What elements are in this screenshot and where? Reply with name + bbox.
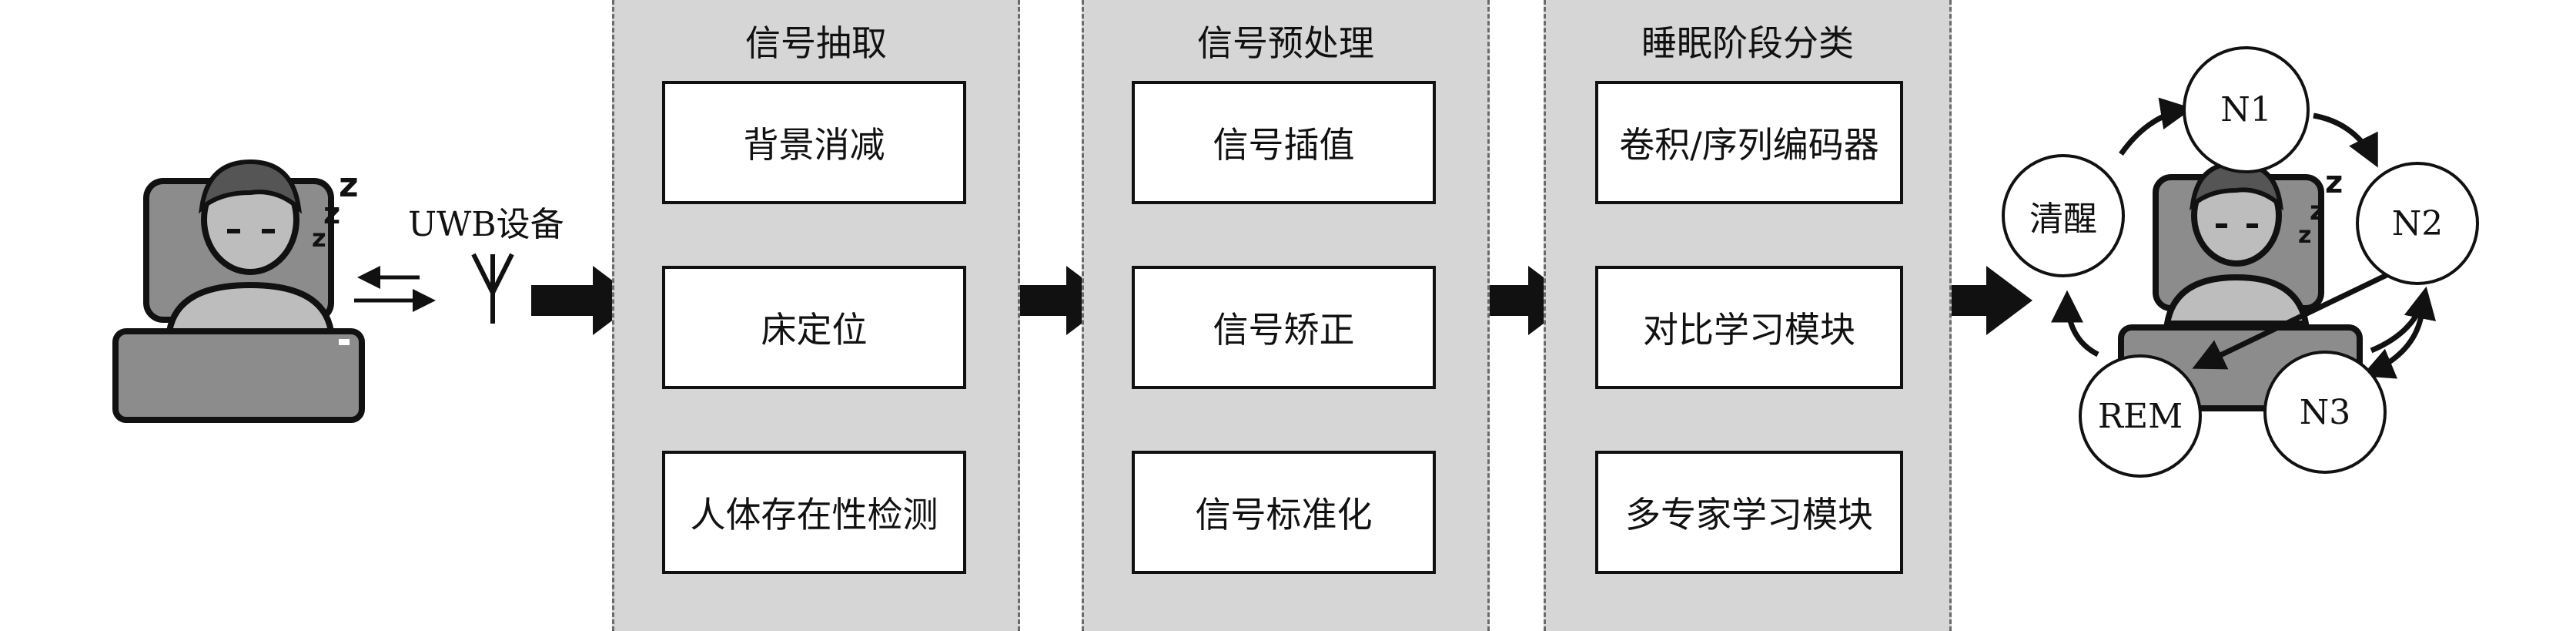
panel-title: 信号抽取 — [745, 22, 887, 64]
panel-title: 睡眠阶段分类 — [1641, 22, 1854, 64]
svg-text:z: z — [323, 196, 340, 230]
step-signal-correction: 信号矫正 — [1132, 266, 1436, 389]
stage-node-n2: N2 — [2356, 162, 2479, 285]
step-background-subtraction: 背景消减 — [662, 81, 966, 204]
sleeping-person-icon-right: z z z — [2118, 160, 2363, 411]
panel-title: 信号预处理 — [1197, 22, 1374, 64]
stage-node-wake: 清醒 — [2002, 154, 2125, 277]
stage-node-n1: N1 — [2183, 46, 2310, 173]
step-presence-detection: 人体存在性检测 — [662, 451, 966, 574]
svg-text:z: z — [312, 223, 326, 253]
step-encoder: 卷积/序列编码器 — [1595, 81, 1903, 204]
svg-text:z: z — [2325, 165, 2343, 200]
svg-text:z: z — [2310, 196, 2325, 227]
svg-text:z: z — [339, 166, 359, 205]
svg-text:z: z — [2298, 222, 2311, 249]
step-contrastive-learning: 对比学习模块 — [1595, 266, 1903, 389]
stage-node-n3: N3 — [2263, 351, 2387, 474]
step-signal-normalization: 信号标准化 — [1132, 451, 1436, 574]
stage-node-rem: REM — [2079, 354, 2202, 478]
antenna-icon — [471, 253, 514, 324]
step-multi-expert-learning: 多专家学习模块 — [1595, 451, 1903, 574]
step-signal-interpolation: 信号插值 — [1132, 81, 1436, 204]
step-bed-localization: 床定位 — [662, 266, 966, 389]
uwb-device-label: UWB设备 — [408, 205, 564, 244]
